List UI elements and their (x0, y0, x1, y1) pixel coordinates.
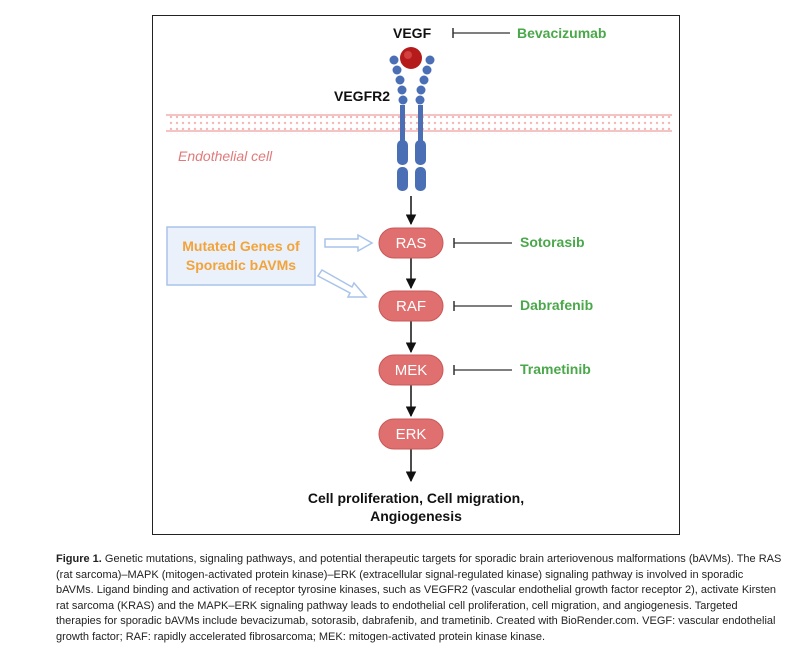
signaling-diagram: Endothelial cell VEGF VEGFR2 Bevacizumab (166, 25, 672, 524)
mutated-genes-box: Mutated Genes of Sporadic bAVMs (166, 226, 316, 286)
mutated-genes-line1: Mutated Genes of (182, 238, 300, 254)
mutation-arrow-to-ras (324, 233, 374, 253)
sotorasib-inhibition (453, 238, 512, 248)
drug-bevacizumab: Bevacizumab (517, 25, 606, 41)
drug-dabrafenib: Dabrafenib (520, 297, 593, 313)
vegf-ligand-icon (400, 47, 422, 69)
node-ras-label: RAS (396, 235, 427, 252)
node-mek: MEK (378, 354, 444, 386)
caption-text: Genetic mutations, signaling pathways, a… (56, 553, 782, 643)
ligand-highlight (404, 51, 412, 59)
node-erk: ERK (378, 418, 444, 450)
figure-caption: Figure 1. Genetic mutations, signaling p… (56, 552, 782, 646)
vegf-label: VEGF (393, 25, 432, 41)
node-ras: RAS (378, 227, 444, 259)
bevacizumab-inhibition (452, 28, 510, 38)
node-mek-label: MEK (395, 362, 428, 379)
drug-trametinib: Trametinib (520, 361, 591, 377)
outcome-line2: Angiogenesis (370, 508, 462, 524)
trametinib-inhibition (453, 365, 512, 375)
vegfr2-receptor (389, 55, 435, 191)
mutated-genes-line2: Sporadic bAVMs (186, 257, 296, 273)
drug-sotorasib: Sotorasib (520, 234, 585, 250)
figure-label: Figure 1. (56, 553, 102, 565)
mutation-arrow-to-raf (316, 269, 368, 298)
node-raf-label: RAF (396, 298, 426, 315)
cell-label: Endothelial cell (178, 148, 273, 164)
figure-frame (152, 15, 680, 535)
node-erk-label: ERK (396, 426, 427, 443)
dabrafenib-inhibition (453, 301, 512, 311)
vegfr2-label: VEGFR2 (334, 88, 390, 104)
node-raf: RAF (378, 290, 444, 322)
outcome-line1: Cell proliferation, Cell migration, (308, 490, 524, 506)
